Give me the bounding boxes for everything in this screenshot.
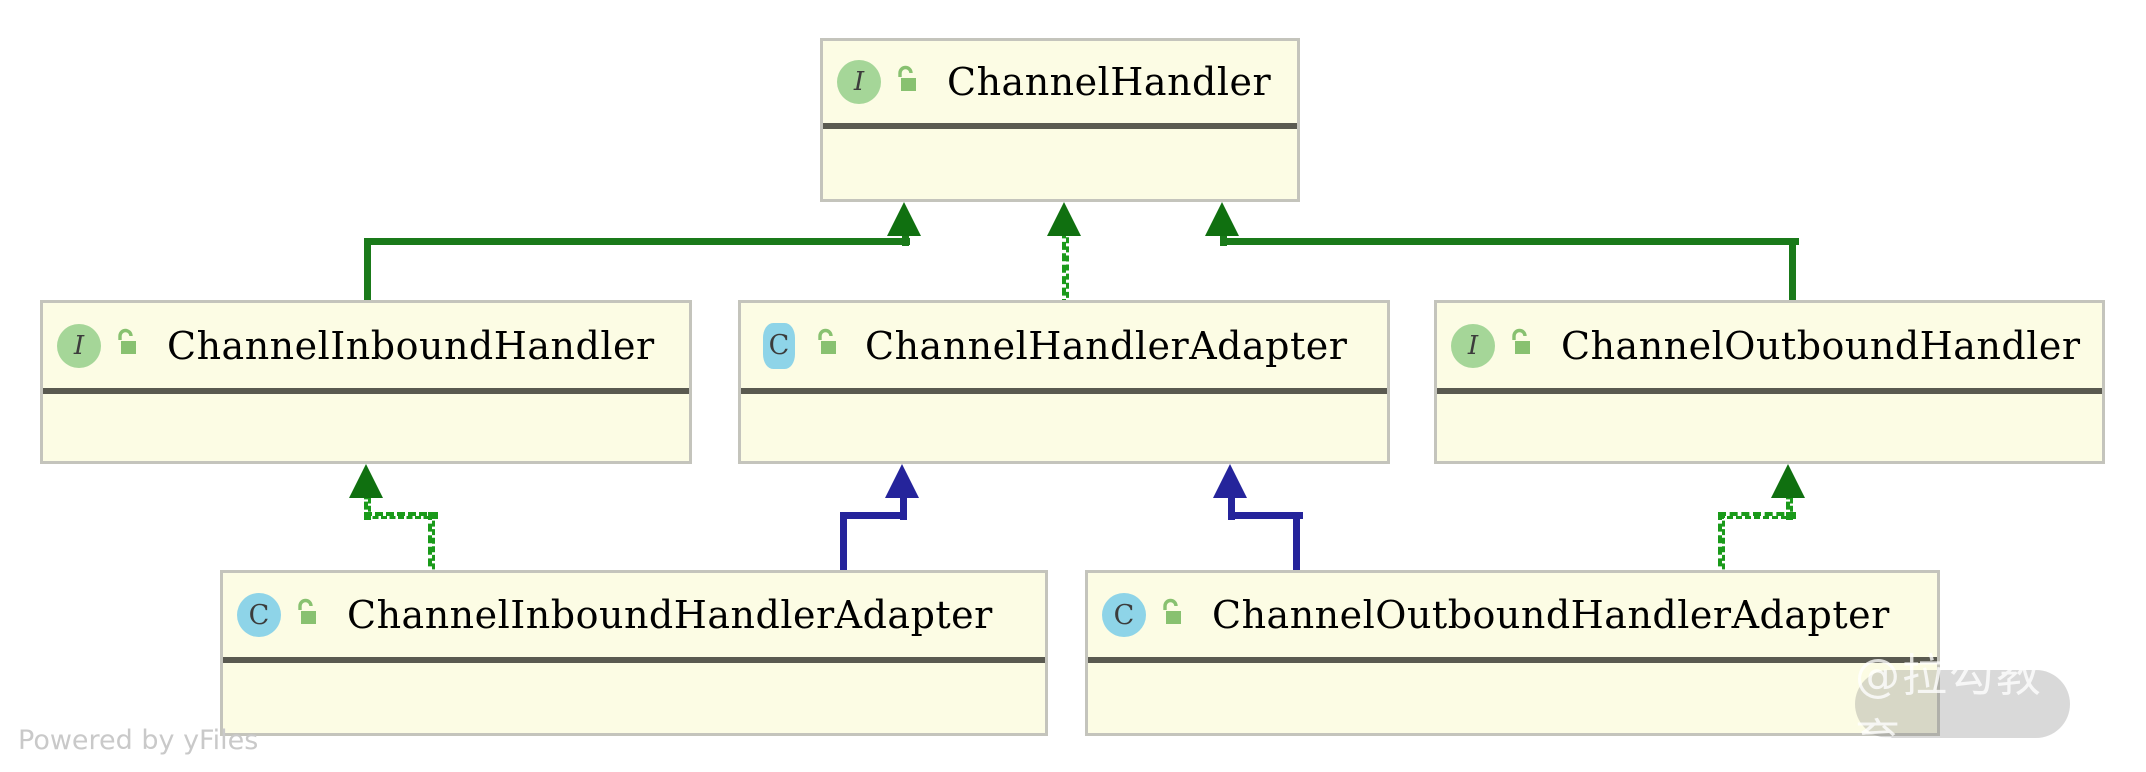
uml-class-channel-inbound-handler-adapter[interactable]: C ChannelInboundHandlerAdapter (220, 570, 1048, 736)
edge-segment-horizontal (1228, 512, 1303, 519)
open-padlock-icon (113, 328, 139, 363)
edge-segment-vertical (1718, 512, 1725, 578)
arrowhead-realization (349, 464, 383, 498)
interface-badge-icon: I (1451, 323, 1495, 368)
edge-segment-vertical (1293, 512, 1300, 578)
interface-badge-icon: I (57, 323, 101, 368)
uml-class-members-compartment (1088, 663, 1937, 733)
yfiles-credit-label: Powered by yFiles (18, 725, 259, 756)
uml-class-members-compartment (43, 394, 689, 461)
open-padlock-icon (293, 598, 319, 633)
abstract-class-badge-icon: C (754, 322, 804, 369)
edge-segment-horizontal (364, 238, 910, 245)
uml-class-header: C ChannelInboundHandlerAdapter (223, 573, 1045, 663)
edge-segment-horizontal (840, 512, 906, 519)
interface-badge-icon: I (837, 60, 881, 104)
uml-class-header: C ChannelOutboundHandlerAdapter (1088, 573, 1937, 663)
uml-class-members-compartment (741, 394, 1387, 461)
open-padlock-icon (1507, 328, 1533, 363)
uml-class-members-compartment (1437, 394, 2102, 461)
uml-class-channel-outbound-handler-adapter[interactable]: C ChannelOutboundHandlerAdapter (1085, 570, 1940, 736)
uml-class-channel-handler-adapter[interactable]: C ChannelHandlerAdapter (738, 300, 1390, 464)
uml-class-name: ChannelOutboundHandlerAdapter (1212, 593, 1890, 637)
uml-class-name: ChannelHandlerAdapter (865, 323, 1348, 368)
edge-segment-horizontal (364, 512, 438, 519)
uml-class-channel-outbound-handler[interactable]: I ChannelOutboundHandler (1434, 300, 2105, 464)
edge-segment-vertical (364, 238, 371, 306)
uml-class-name: ChannelOutboundHandler (1561, 323, 2081, 368)
uml-class-members-compartment (223, 663, 1045, 733)
edge-segment-horizontal (1220, 238, 1799, 245)
arrowhead-generalization (1205, 202, 1239, 236)
open-padlock-icon (813, 328, 839, 363)
open-padlock-icon (893, 65, 919, 100)
uml-class-header: I ChannelOutboundHandler (1437, 303, 2102, 394)
uml-class-name: ChannelHandler (947, 60, 1272, 104)
class-badge-icon: C (237, 593, 281, 637)
open-padlock-icon (1158, 598, 1184, 633)
uml-class-name: ChannelInboundHandler (167, 323, 655, 368)
uml-class-name: ChannelInboundHandlerAdapter (347, 593, 993, 637)
arrowhead-generalization (1213, 464, 1247, 498)
uml-class-header: I ChannelInboundHandler (43, 303, 689, 394)
arrowhead-generalization (885, 464, 919, 498)
class-badge-icon: C (1102, 593, 1146, 637)
uml-class-header: I ChannelHandler (823, 41, 1297, 129)
edge-segment-vertical (1789, 238, 1796, 306)
uml-class-channel-inbound-handler[interactable]: I ChannelInboundHandler (40, 300, 692, 464)
edge-segment-vertical (428, 512, 435, 578)
edge-segment-vertical (840, 512, 847, 578)
uml-class-header: C ChannelHandlerAdapter (741, 303, 1387, 394)
arrowhead-realization (1047, 202, 1081, 236)
arrowhead-generalization (887, 202, 921, 236)
uml-class-members-compartment (823, 129, 1297, 199)
arrowhead-realization (1771, 464, 1805, 498)
uml-class-channel-handler[interactable]: I ChannelHandler (820, 38, 1300, 202)
edge-segment-horizontal (1718, 512, 1796, 519)
